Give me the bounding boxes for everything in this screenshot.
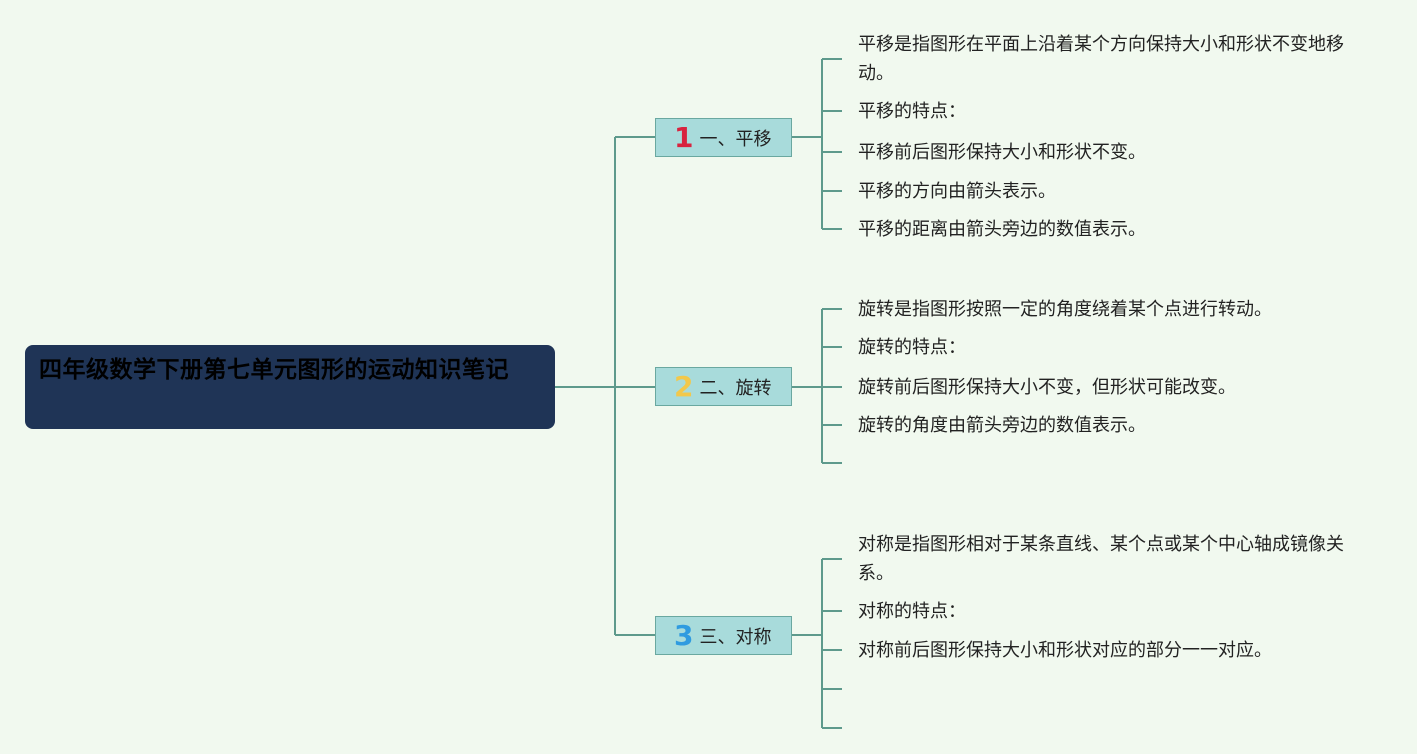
branch-label: 三、对称: [699, 626, 772, 648]
leaf-topic[interactable]: 对称是指图形相对于某条直线、某个点或某个中心轴成镜像关系。: [858, 534, 1344, 584]
branch-label: 一、平移: [699, 128, 772, 150]
leaf-topic[interactable]: 平移是指图形在平面上沿着某个方向保持大小和形状不变地移动。: [858, 34, 1344, 84]
root-title: 四年级数学下册第七单元图形的运动知识笔记: [39, 357, 509, 383]
leaf-topic[interactable]: 旋转是指图形按照一定的角度绕着某个点进行转动。: [858, 299, 1272, 320]
leaf-topic[interactable]: 平移的特点：: [858, 101, 966, 122]
leaf-bracket-2: [792, 308, 842, 464]
leaf-bracket-3: [792, 558, 842, 729]
leaf-bracket-1: [792, 58, 842, 230]
leaf-topic[interactable]: 平移的方向由箭头表示。: [858, 181, 1056, 202]
leaf-topic[interactable]: 旋转前后图形保持大小不变，但形状可能改变。: [858, 377, 1236, 398]
branch-translation[interactable]: 1 一、平移: [655, 118, 792, 157]
leaf-topic[interactable]: 平移前后图形保持大小和形状不变。: [858, 142, 1146, 163]
branch-number-badge: 1: [674, 120, 694, 154]
leaf-topic[interactable]: 旋转的特点：: [858, 337, 966, 358]
branch-number-badge: 3: [674, 618, 694, 652]
branch-rotation[interactable]: 2 二、旋转: [655, 367, 792, 406]
leaf-topic[interactable]: 对称前后图形保持大小和形状对应的部分一一对应。: [858, 640, 1272, 661]
leaf-topic[interactable]: 平移的距离由箭头旁边的数值表示。: [858, 219, 1146, 240]
leaf-topic[interactable]: 旋转的角度由箭头旁边的数值表示。: [858, 415, 1146, 436]
branch-symmetry[interactable]: 3 三、对称: [655, 616, 792, 655]
branch-number-badge: 2: [674, 369, 694, 403]
branch-label: 二、旋转: [699, 377, 772, 399]
root-topic[interactable]: 四年级数学下册第七单元图形的运动知识笔记: [25, 345, 555, 429]
leaf-topic[interactable]: 对称的特点：: [858, 601, 966, 622]
